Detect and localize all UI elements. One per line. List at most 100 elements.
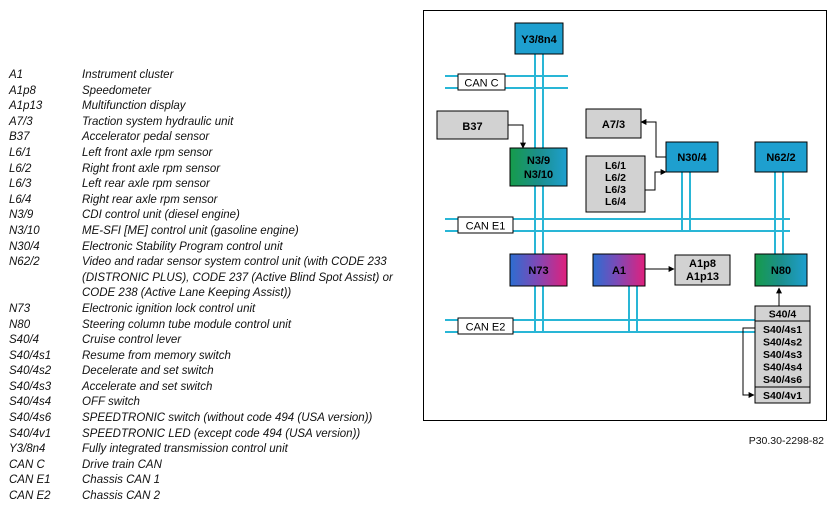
svg-text:CAN E1: CAN E1 — [466, 221, 506, 233]
svg-text:L6/2: L6/2 — [605, 172, 626, 184]
unit-a1p8-a1p13: A1p8 A1p13 — [674, 254, 731, 286]
legend-description: Resume from memory switch — [82, 349, 231, 362]
svg-text:B37: B37 — [462, 121, 482, 133]
svg-text:A1: A1 — [612, 265, 626, 277]
unit-y3-8n4: Y3/8n4 — [514, 22, 564, 55]
legend-description: Accelerate and set switch — [82, 380, 213, 393]
legend-description: Speedometer — [82, 84, 152, 97]
unit-l6-sensors: L6/1 L6/2 L6/3 L6/4 — [585, 155, 646, 213]
legend-row: S40/4v1 SPEEDTRONIC LED (except code 494 … — [9, 427, 414, 443]
svg-text:S40/4s3: S40/4s3 — [763, 349, 802, 361]
svg-text:S40/4s4: S40/4s4 — [763, 362, 802, 374]
legend-row: N80 Steering column tube module control u… — [9, 318, 414, 334]
legend-code: S40/4s2 — [9, 365, 52, 378]
legend-description: Electronic ignition lock control unit — [82, 302, 256, 315]
legend-code: CAN C — [9, 458, 45, 471]
legend-code: L6/2 — [9, 162, 32, 175]
svg-text:S40/4: S40/4 — [769, 309, 797, 321]
legend-row: L6/2 Right front axle rpm sensor — [9, 162, 414, 178]
legend-code: S40/4s1 — [9, 349, 52, 362]
svg-text:A1p8: A1p8 — [689, 258, 716, 270]
legend-code: A1p13 — [9, 100, 43, 113]
legend-code: A7/3 — [9, 115, 33, 128]
svg-text:N62/2: N62/2 — [766, 152, 795, 164]
legend-description: Decelerate and set switch — [82, 365, 214, 378]
legend-code: A1 — [9, 69, 24, 81]
legend-row: S40/4s4 OFF switch — [9, 395, 414, 411]
legend-description: Right rear axle rpm sensor — [82, 193, 218, 206]
unit-s40-4: S40/4 S40/4s1 S40/4s2 S40/4s3 S40/4s4 S4… — [754, 305, 811, 404]
legend-code: CAN E2 — [9, 490, 51, 503]
legend-code: L6/3 — [9, 178, 32, 191]
legend-code: S40/4v1 — [9, 427, 52, 440]
legend-description: SPEEDTRONIC switch (without code 494 (US… — [82, 412, 373, 425]
legend-row: N73 Electronic ignition lock control unit — [9, 302, 414, 318]
svg-text:Y3/8n4: Y3/8n4 — [521, 34, 557, 46]
unit-n80: N80 — [754, 253, 808, 287]
legend-row: A1 Instrument cluster — [9, 68, 414, 84]
legend-code: S40/4s4 — [9, 396, 52, 409]
legend-row: N3/9 CDI control unit (diesel engine) — [9, 208, 414, 224]
legend-description: Drive train CAN — [82, 458, 162, 471]
unit-n73: N73 — [509, 253, 568, 287]
svg-text:N30/4: N30/4 — [677, 152, 707, 164]
legend-description: Cruise control lever — [82, 334, 182, 347]
figure-reference: P30.30-2298-82 — [748, 435, 824, 447]
svg-text:S40/4s2: S40/4s2 — [763, 337, 802, 349]
unit-a7-3: A7/3 — [585, 108, 642, 139]
unit-n3-9-n3-10: N3/9 N3/10 — [509, 147, 568, 187]
legend-code: S40/4s3 — [9, 380, 52, 393]
legend-code: N73 — [9, 302, 31, 315]
legend-code: N3/9 — [9, 209, 34, 222]
legend-description: Fully integrated transmission control un… — [82, 443, 288, 456]
legend-description: Right front axle rpm sensor — [82, 162, 221, 175]
legend-code: N62/2 — [9, 256, 40, 269]
legend-row: S40/4s2 Decelerate and set switch — [9, 364, 414, 380]
unit-n62-2: N62/2 — [754, 141, 808, 173]
legend-description: Video and radar sensor system control un… — [82, 256, 393, 300]
svg-text:CAN C: CAN C — [464, 78, 498, 90]
svg-text:A1p13: A1p13 — [686, 271, 719, 283]
can-e2-label: CAN E2 — [457, 317, 514, 335]
svg-text:CAN E2: CAN E2 — [466, 322, 506, 334]
svg-text:S40/4s1: S40/4s1 — [763, 324, 802, 336]
legend-row: N62/2 Video and radar sensor system contr… — [9, 255, 414, 302]
legend-description: SPEEDTRONIC LED (except code 494 (USA ve… — [82, 427, 361, 440]
unit-a1: A1 — [592, 253, 646, 287]
legend-description: OFF switch — [82, 396, 140, 409]
svg-text:L6/4: L6/4 — [605, 196, 626, 208]
svg-text:L6/1: L6/1 — [605, 160, 626, 172]
legend-description: Chassis CAN 1 — [82, 474, 160, 487]
can-c-label: CAN C — [457, 73, 506, 91]
legend-code: CAN E1 — [9, 474, 51, 487]
legend-code: S40/4 — [9, 334, 40, 347]
svg-text:N3/10: N3/10 — [524, 169, 553, 181]
legend-row: CAN E1 Chassis CAN 1 — [9, 473, 414, 489]
unit-n30-4: N30/4 — [665, 141, 719, 173]
svg-text:N3/9: N3/9 — [527, 155, 550, 167]
legend-description: Instrument cluster — [82, 69, 174, 81]
legend-row: L6/3 Left rear axle rpm sensor — [9, 177, 414, 193]
legend-code: N80 — [9, 318, 31, 331]
legend-description: Left rear axle rpm sensor — [82, 178, 210, 191]
legend-row: S40/4 Cruise control lever — [9, 333, 414, 349]
legend-description: CDI control unit (diesel engine) — [82, 209, 240, 222]
legend-code: L6/1 — [9, 146, 32, 159]
legend-row: S40/4s1 Resume from memory switch — [9, 349, 414, 365]
svg-text:A7/3: A7/3 — [602, 119, 625, 131]
legend-description: Steering column tube module control unit — [82, 318, 292, 331]
unit-b37: B37 — [436, 110, 509, 140]
legend-description: ME-SFI [ME] control unit (gasoline engin… — [82, 224, 299, 237]
